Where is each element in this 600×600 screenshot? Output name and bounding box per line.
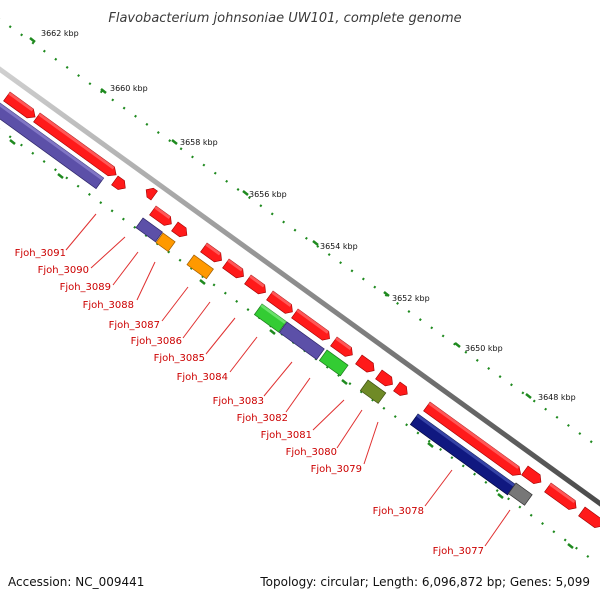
gene-arrow[interactable] bbox=[3, 91, 39, 121]
scale-label: 3658 kbp bbox=[180, 138, 218, 147]
tick-3648 bbox=[525, 393, 532, 399]
leader-line bbox=[161, 286, 189, 322]
gene-label: Fjoh_3083 bbox=[213, 396, 264, 407]
scale-label: 3656 kbp bbox=[249, 190, 287, 199]
gene-arrow[interactable] bbox=[111, 175, 129, 193]
gene-label: Fjoh_3087 bbox=[109, 320, 160, 331]
gene-label: Fjoh_3084 bbox=[177, 372, 228, 383]
gene-label: Fjoh_3085 bbox=[154, 353, 205, 364]
gene-arrow[interactable] bbox=[393, 381, 411, 399]
scale-label: 3648 kbp bbox=[538, 393, 576, 402]
gene-arrow[interactable] bbox=[171, 221, 191, 240]
inner-tick bbox=[427, 442, 434, 448]
leader-line bbox=[136, 261, 156, 301]
gene-arrow[interactable] bbox=[375, 369, 396, 389]
gene-arrow[interactable] bbox=[291, 308, 333, 343]
inner-ticks bbox=[9, 139, 574, 549]
inner-tick bbox=[341, 379, 348, 385]
gene-label: Fjoh_3077 bbox=[433, 546, 484, 557]
gene-label: Fjoh_3089 bbox=[60, 282, 111, 293]
leader-line bbox=[285, 377, 311, 413]
leader-line bbox=[312, 399, 345, 431]
feature-block[interactable] bbox=[155, 232, 176, 253]
leader-line bbox=[182, 301, 211, 339]
feature-block[interactable] bbox=[186, 254, 214, 280]
leader-line bbox=[363, 421, 379, 465]
scale-label: 3662 kbp bbox=[41, 29, 79, 38]
feature-block[interactable] bbox=[253, 303, 287, 333]
gene-arrow[interactable] bbox=[330, 336, 356, 359]
gene-label: Fjoh_3080 bbox=[286, 447, 337, 458]
feature-block[interactable] bbox=[359, 379, 387, 404]
feature-block[interactable] bbox=[0, 102, 105, 190]
tick-3650 bbox=[454, 342, 461, 348]
scale-label: 3650 kbp bbox=[465, 344, 503, 353]
gene-arrow[interactable] bbox=[222, 258, 247, 281]
feature-blocks bbox=[0, 102, 533, 506]
inner-tick bbox=[269, 329, 276, 335]
tick-3652 bbox=[383, 291, 390, 297]
leader-line bbox=[205, 317, 236, 355]
tick-3658 bbox=[171, 139, 178, 145]
scale-dotted-line bbox=[0, 18, 600, 449]
inner-tick bbox=[567, 543, 574, 549]
scale-label: 3660 kbp bbox=[110, 84, 148, 93]
feature-block[interactable] bbox=[278, 321, 325, 360]
gene-arrow[interactable] bbox=[355, 354, 378, 375]
inner-tick bbox=[9, 139, 16, 145]
label-leader-lines bbox=[65, 213, 511, 547]
inner-tick bbox=[199, 279, 206, 285]
leader-line bbox=[90, 236, 126, 269]
scale-label: 3654 kbp bbox=[320, 242, 358, 251]
gene-arrow[interactable] bbox=[544, 482, 580, 512]
gene-label: Fjoh_3091 bbox=[15, 248, 66, 259]
gene-arrow[interactable] bbox=[266, 290, 296, 316]
feature-block[interactable] bbox=[318, 349, 349, 377]
gene-label: Fjoh_3078 bbox=[373, 506, 424, 517]
tick-3656 bbox=[242, 190, 249, 196]
leader-line bbox=[112, 251, 139, 286]
tick-3660 bbox=[100, 88, 107, 94]
gene-arrow[interactable] bbox=[521, 465, 545, 487]
gene-arrow[interactable] bbox=[244, 274, 269, 297]
gene-arrow[interactable] bbox=[200, 242, 225, 265]
gene-arrow[interactable] bbox=[578, 506, 600, 531]
gene-arrow[interactable] bbox=[33, 112, 120, 179]
gene-label: Fjoh_3082 bbox=[237, 413, 288, 424]
leader-line bbox=[336, 409, 363, 449]
accession-text: Accession: NC_009441 bbox=[8, 575, 144, 589]
genome-backbone bbox=[0, 66, 600, 507]
gene-label: Fjoh_3079 bbox=[311, 464, 362, 475]
gene-arrow[interactable] bbox=[149, 205, 175, 228]
map-title: Flavobacterium johnsoniae UW101, complet… bbox=[108, 11, 461, 26]
leader-line bbox=[484, 509, 511, 547]
leader-line bbox=[229, 336, 258, 373]
inner-tick bbox=[57, 173, 64, 179]
feature-block[interactable] bbox=[507, 482, 533, 506]
leader-line bbox=[263, 361, 293, 397]
forward-genes bbox=[3, 91, 600, 531]
gene-label: Fjoh_3088 bbox=[83, 300, 134, 311]
gene-label: Fjoh_3090 bbox=[38, 265, 89, 276]
leader-line bbox=[65, 213, 97, 251]
gene-labels: Fjoh_3091 Fjoh_3090 Fjoh_3089 Fjoh_3088 … bbox=[15, 248, 484, 557]
leader-line bbox=[424, 469, 453, 507]
inner-tick bbox=[497, 493, 504, 499]
tick-3662 bbox=[29, 37, 36, 43]
feature-block[interactable] bbox=[135, 217, 163, 243]
gene-label: Fjoh_3086 bbox=[131, 336, 182, 347]
scale-ruler: 3662 kbp 3660 kbp 3658 kbp 3656 kbp 3654… bbox=[0, 18, 600, 449]
topology-text: Topology: circular; Length: 6,096,872 bp… bbox=[259, 575, 590, 589]
tick-3654 bbox=[312, 240, 319, 246]
gene-arrow[interactable] bbox=[423, 401, 524, 479]
gene-arrow[interactable] bbox=[143, 185, 158, 201]
scale-label: 3652 kbp bbox=[392, 294, 430, 303]
gene-label: Fjoh_3081 bbox=[261, 430, 312, 441]
major-ticks bbox=[29, 37, 532, 399]
